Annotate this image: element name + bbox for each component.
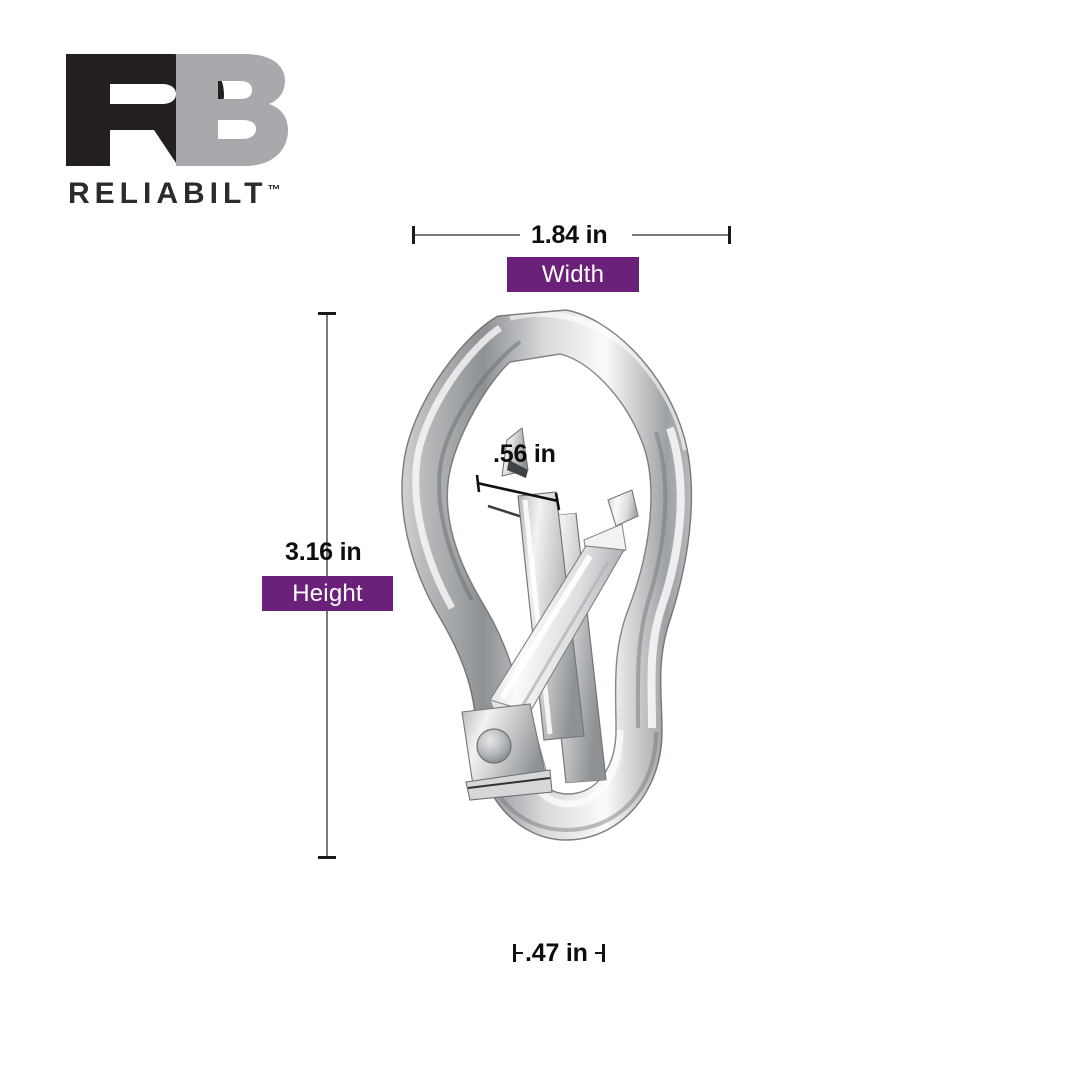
carabiner-inner-contour xyxy=(446,353,652,795)
carabiner-outer-contour xyxy=(401,309,693,841)
depth-cap-right-arm xyxy=(595,952,605,954)
hinge-rivet xyxy=(476,728,512,764)
brand-wordmark-text: RELIABILT xyxy=(68,177,268,210)
gate-tip-wedge xyxy=(607,489,639,527)
trademark-symbol: ™ xyxy=(267,182,281,197)
height-value: 3.16 in xyxy=(285,538,362,566)
width-value: 1.84 in xyxy=(531,221,608,249)
carabiner-product-image xyxy=(370,300,750,925)
reliabilt-logo: RELIABILT™ xyxy=(66,54,326,219)
width-badge: Width xyxy=(507,257,639,292)
height-cap-bottom xyxy=(318,856,336,859)
width-rule-left xyxy=(413,234,520,236)
rb-monogram-icon xyxy=(66,54,288,166)
gate-notch-shadow xyxy=(507,460,528,478)
height-cap-top xyxy=(318,312,336,315)
hinge-collar xyxy=(465,769,553,801)
depth-cap-left-arm xyxy=(513,952,523,954)
depth-value: .47 in xyxy=(525,939,588,967)
width-cap-left xyxy=(412,226,415,244)
gate-lever-highlight xyxy=(522,499,553,735)
gate-opening-value: .56 in xyxy=(493,440,556,468)
gate-bar-shade xyxy=(518,561,610,711)
width-rule-right xyxy=(632,234,730,236)
width-cap-right xyxy=(728,226,731,244)
brand-wordmark: RELIABILT™ xyxy=(68,179,280,209)
gate-bar-highlight xyxy=(499,554,593,700)
gate-opening-rule xyxy=(475,474,561,511)
hinge-collar-seam xyxy=(467,777,551,789)
